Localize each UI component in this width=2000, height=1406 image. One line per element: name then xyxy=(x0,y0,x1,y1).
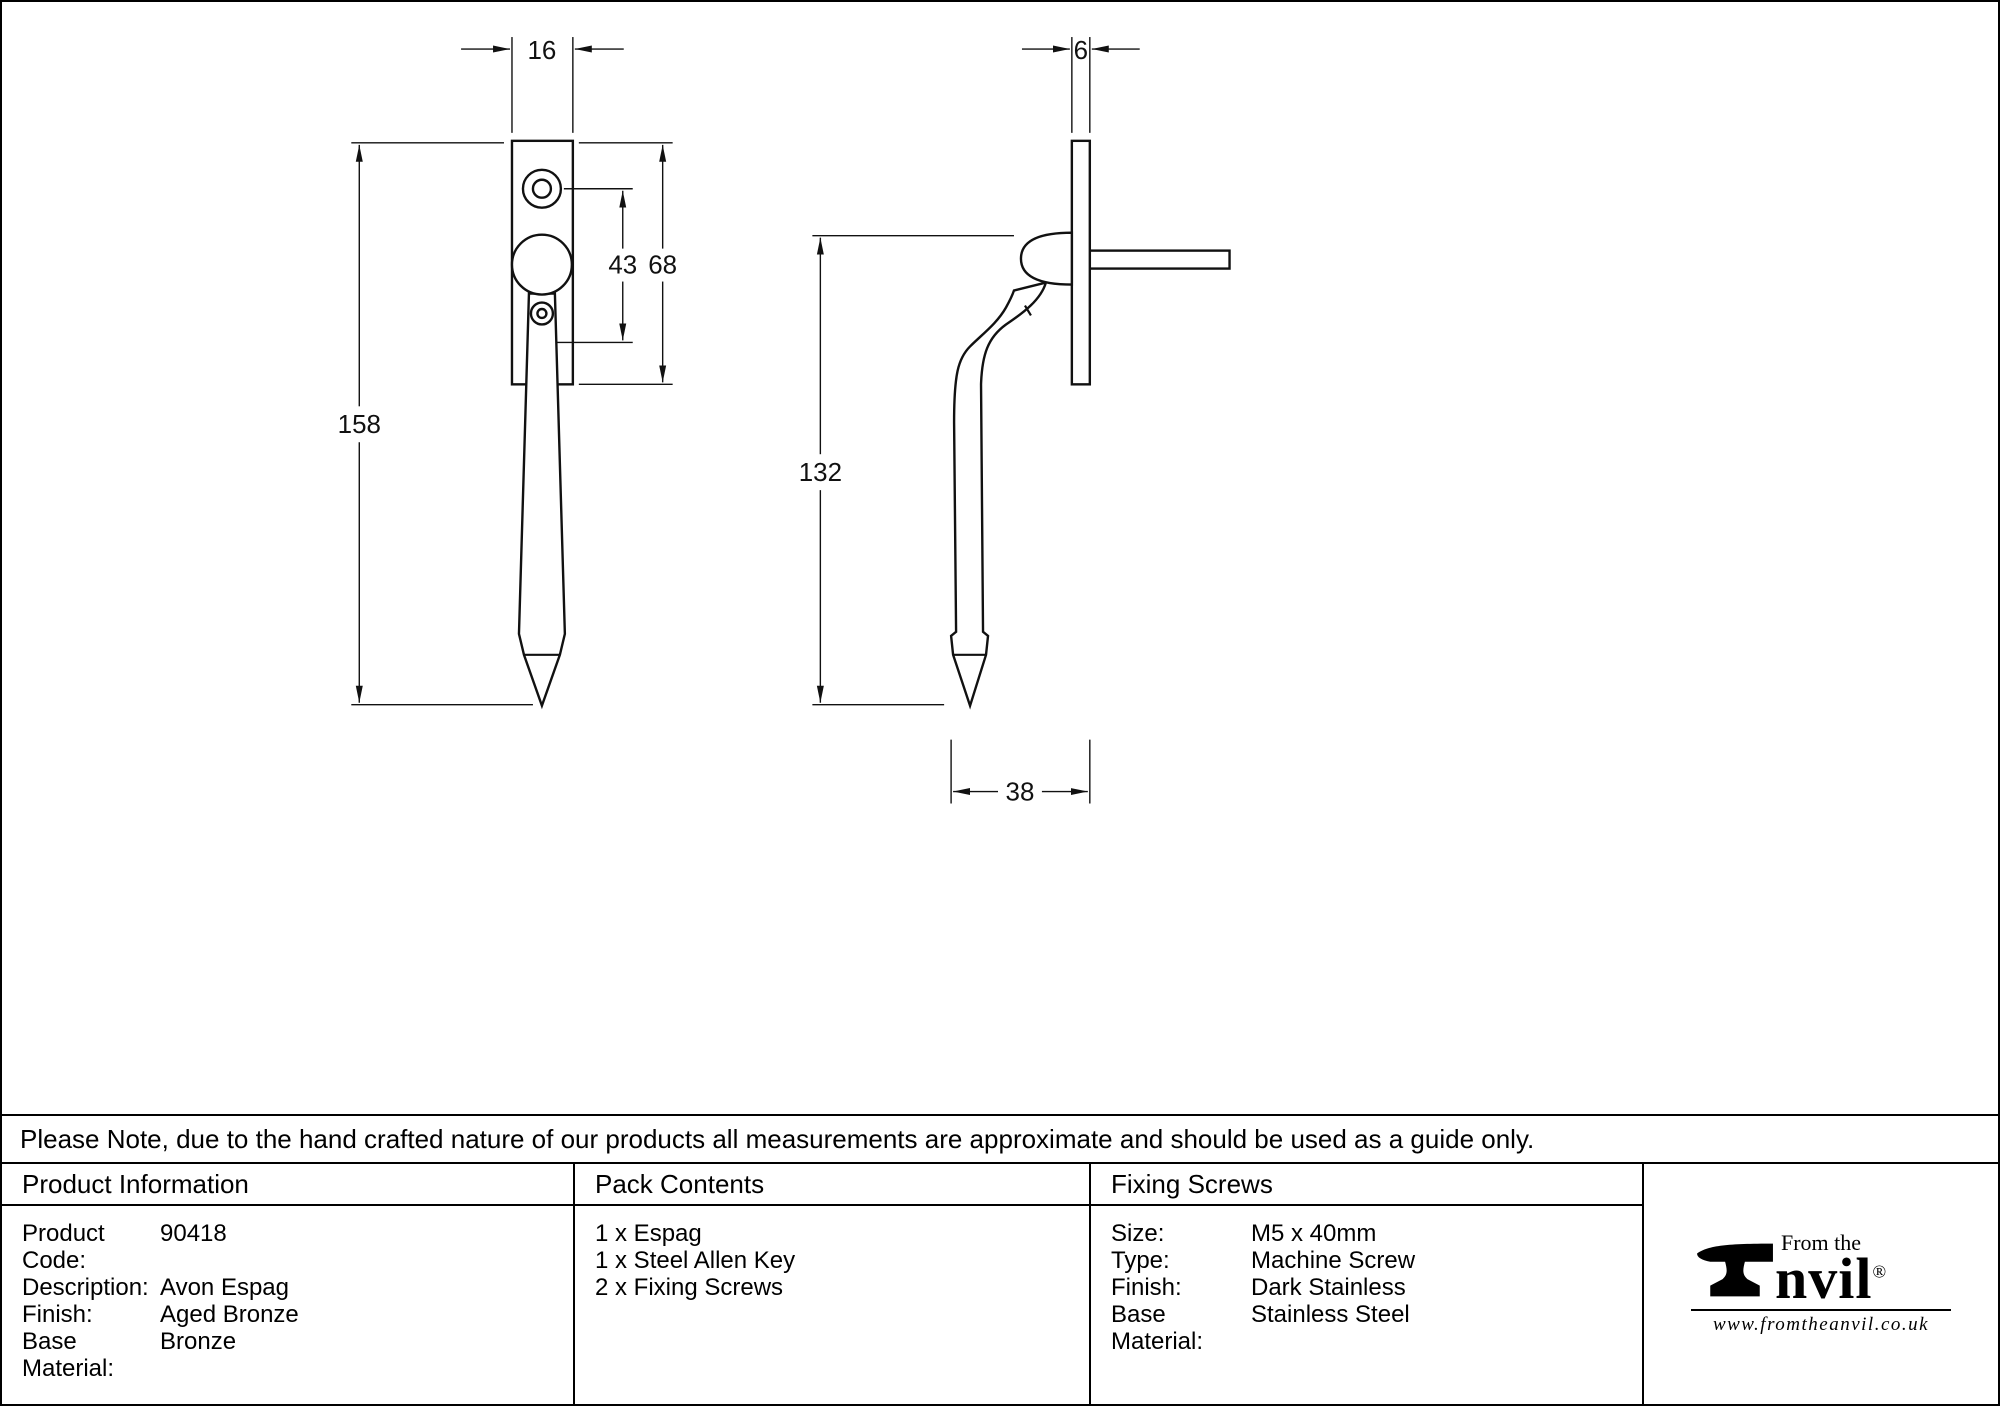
registered-mark: ® xyxy=(1872,1261,1888,1282)
side-knob xyxy=(1019,231,1074,286)
logo-tagline: From the xyxy=(1781,1230,1862,1256)
front-view xyxy=(510,139,575,710)
spec-row-type: Type: Machine Screw xyxy=(1111,1247,1642,1274)
dim-projection-label: 38 xyxy=(1006,779,1035,807)
spec-label: Finish: xyxy=(22,1301,93,1328)
side-grub-screw xyxy=(1024,304,1032,317)
brand-logo: From the nvil® www.fromtheanvil.co.uk xyxy=(1691,1232,1951,1335)
front-top-hole-inner xyxy=(531,178,553,199)
spec-value: M5 x 40mm xyxy=(1251,1220,1377,1247)
spec-table: Product Information Product Code: 90418 … xyxy=(2,1162,1998,1404)
spec-label: Base Material: xyxy=(22,1328,115,1382)
dim-plate-length-label: 68 xyxy=(648,252,677,280)
spec-row-description: Description: Avon Espag xyxy=(22,1274,573,1301)
pack-item: 2 x Fixing Screws xyxy=(595,1274,784,1301)
measurement-note: Please Note, due to the hand crafted nat… xyxy=(2,1114,1998,1162)
espag-drawing: 16 158 43 68 xyxy=(327,37,1231,809)
pack-contents-column: Pack Contents 1 x Espag 1 x Steel Allen … xyxy=(575,1164,1091,1404)
logo-wordmark: nvil® xyxy=(1775,1250,1888,1308)
technical-drawing: 16 158 43 68 xyxy=(2,2,1998,1114)
spec-value: Dark Stainless xyxy=(1251,1274,1406,1301)
dim-overall-length-label: 158 xyxy=(338,411,381,439)
pack-contents-header: Pack Contents xyxy=(575,1164,1089,1206)
front-screw-inner xyxy=(536,307,548,320)
fixing-screws-header: Fixing Screws xyxy=(1091,1164,1642,1206)
spec-label: Product Code: xyxy=(22,1220,105,1274)
measurement-note-text: Please Note, due to the hand crafted nat… xyxy=(20,1123,1535,1154)
spec-label: Size: xyxy=(1111,1220,1165,1247)
front-knob xyxy=(510,233,574,296)
pack-item: 1 x Espag xyxy=(595,1220,702,1247)
logo-name-text: nvil xyxy=(1775,1246,1873,1312)
product-info-header: Product Information xyxy=(2,1164,573,1206)
spec-label: Type: xyxy=(1111,1247,1170,1274)
dim-plate-thickness-label: 6 xyxy=(1074,37,1088,65)
side-backplate xyxy=(1070,139,1092,386)
dimensions-side: 6 132 38 xyxy=(788,37,1140,809)
dim-handle-length-label: 132 xyxy=(799,459,842,487)
spec-row-base-material: Base Material: Bronze xyxy=(22,1328,573,1382)
anvil-icon xyxy=(1697,1243,1773,1297)
spec-row-screw-base-material: Base Material: Stainless Steel xyxy=(1111,1301,1642,1355)
side-view xyxy=(949,139,1231,710)
fixing-screws-column: Fixing Screws Size: M5 x 40mm Type: Mach… xyxy=(1091,1164,1644,1404)
spec-value: 90418 xyxy=(160,1220,227,1247)
spec-row-product-code: Product Code: 90418 xyxy=(22,1220,573,1274)
side-handle xyxy=(949,280,1048,710)
pack-item: 1 x Steel Allen Key xyxy=(595,1247,796,1274)
logo-url: www.fromtheanvil.co.uk xyxy=(1691,1308,1951,1336)
spec-value: Stainless Steel xyxy=(1251,1301,1410,1328)
spec-label: Description: xyxy=(22,1274,149,1301)
spec-value: Machine Screw xyxy=(1251,1247,1416,1274)
spec-value: Bronze xyxy=(160,1328,237,1355)
side-spindle xyxy=(1088,249,1231,270)
dim-hole-spacing-label: 43 xyxy=(608,252,637,280)
dimensions-front: 16 158 43 68 xyxy=(327,37,682,706)
spec-row-size: Size: M5 x 40mm xyxy=(1111,1220,1642,1247)
spec-label: Base Material: xyxy=(1111,1301,1204,1355)
spec-value: Avon Espag xyxy=(160,1274,289,1301)
product-info-column: Product Information Product Code: 90418 … xyxy=(2,1164,575,1404)
spec-value: Aged Bronze xyxy=(160,1301,299,1328)
spec-label: Finish: xyxy=(1111,1274,1182,1301)
front-handle xyxy=(517,292,567,710)
brand-column: From the nvil® www.fromtheanvil.co.uk xyxy=(1644,1164,1998,1404)
dim-plate-width-label: 16 xyxy=(527,37,556,65)
spec-row-screw-finish: Finish: Dark Stainless xyxy=(1111,1274,1642,1301)
spec-row-finish: Finish: Aged Bronze xyxy=(22,1301,573,1328)
